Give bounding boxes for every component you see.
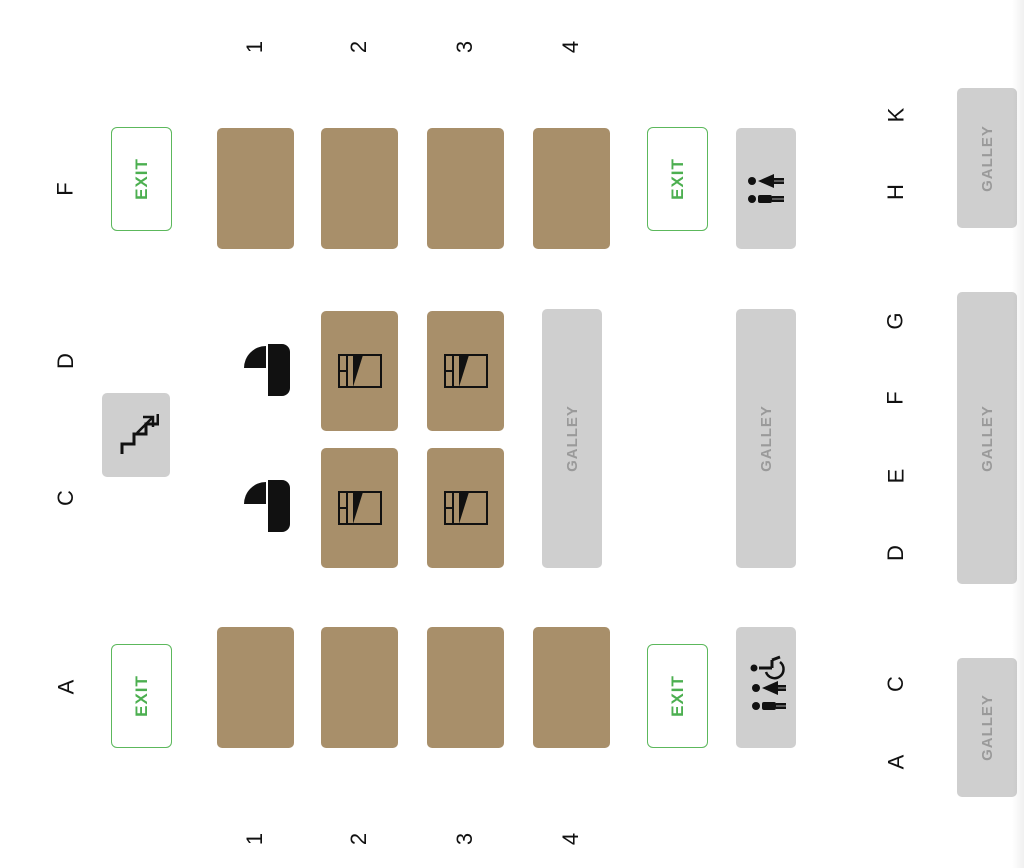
stairs	[102, 393, 170, 477]
bed-seat-icon	[337, 354, 382, 388]
galley-column-letter-G: G	[883, 312, 908, 330]
seat-2F[interactable]	[321, 128, 398, 249]
column-letter-C: C	[52, 490, 78, 506]
seat-3A[interactable]	[427, 627, 504, 748]
bed-seat-icon	[337, 491, 382, 525]
galley-column-letter-C: C	[882, 676, 908, 692]
seat-2C[interactable]	[321, 448, 398, 568]
galley-column-letter-F: F	[882, 391, 908, 405]
exit-rear-top: EXIT	[647, 127, 708, 231]
row-number-bottom-2: 2	[346, 832, 371, 846]
accessible-lavatory-icon	[750, 655, 786, 710]
scroll-edge-shadow	[1012, 0, 1024, 868]
column-letter-F: F	[52, 182, 78, 196]
column-letter-A: A	[53, 679, 78, 695]
row-number-top-3: 3	[452, 40, 477, 54]
exit-front-top: EXIT	[111, 127, 172, 231]
bed-seat-icon	[443, 354, 488, 388]
galley-column-letter-E: E	[883, 468, 908, 484]
seat-1F[interactable]	[217, 128, 294, 249]
galley-center-rear: GALLEY	[736, 309, 796, 568]
galley-right-middle: GALLEY	[957, 292, 1017, 584]
row-number-top-2: 2	[346, 40, 371, 54]
galley-column-letter-H: H	[882, 184, 908, 200]
seat-3F[interactable]	[427, 128, 504, 249]
row-number-top-1: 1	[242, 40, 267, 54]
lavatory-top	[736, 128, 796, 249]
seat-2D[interactable]	[321, 311, 398, 431]
row-number-bottom-4: 4	[558, 832, 583, 846]
seat-1A[interactable]	[217, 627, 294, 748]
galley-center-row-4: GALLEY	[542, 309, 602, 568]
bassinet-D	[236, 336, 294, 402]
row-number-bottom-3: 3	[452, 832, 477, 846]
lavatory-icon	[748, 173, 784, 203]
galley-column-letter-A: A	[883, 754, 908, 770]
row-number-top-4: 4	[558, 40, 583, 54]
galley-column-letter-D: D	[882, 545, 908, 561]
bassinet-icon	[244, 344, 290, 396]
exit-rear-bottom: EXIT	[647, 644, 708, 748]
row-number-bottom-1: 1	[242, 832, 267, 846]
lavatory-accessible-bottom	[736, 627, 796, 748]
column-letter-D: D	[52, 353, 78, 369]
seat-2A[interactable]	[321, 627, 398, 748]
exit-front-bottom: EXIT	[111, 644, 172, 748]
seat-3D[interactable]	[427, 311, 504, 431]
bassinet-icon	[244, 480, 290, 532]
seat-4F[interactable]	[533, 128, 610, 249]
seat-3C[interactable]	[427, 448, 504, 568]
bed-seat-icon	[443, 491, 488, 525]
seat-4A[interactable]	[533, 627, 610, 748]
galley-column-letter-K: K	[883, 107, 908, 123]
stairs-icon	[120, 414, 159, 454]
galley-right-top: GALLEY	[957, 88, 1017, 228]
galley-right-bottom: GALLEY	[957, 658, 1017, 797]
bassinet-C	[236, 472, 294, 538]
